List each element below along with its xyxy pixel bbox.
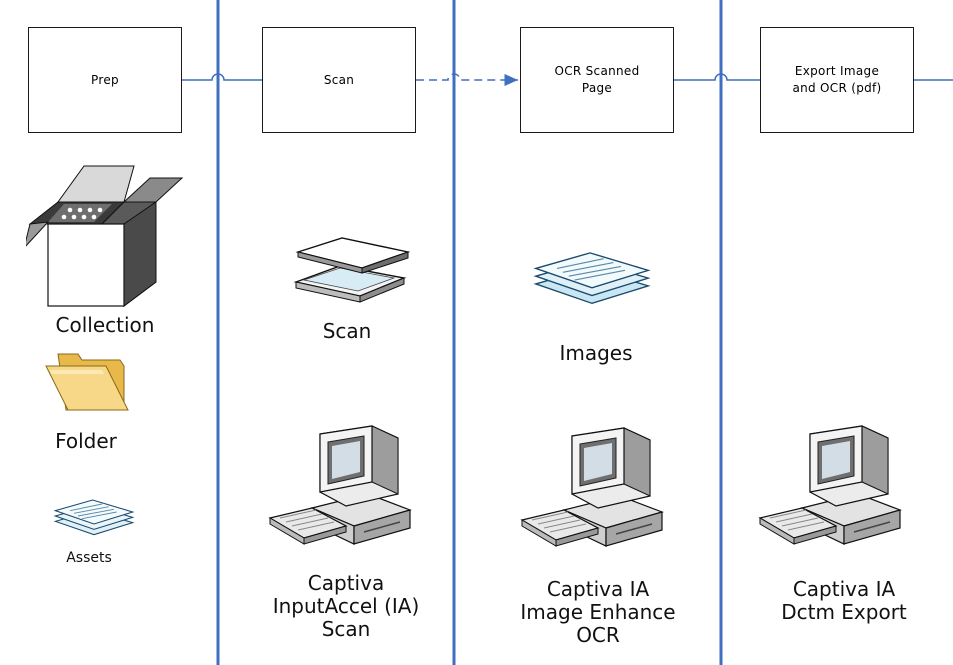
documents-icon xyxy=(533,252,651,305)
images-label: Images xyxy=(559,341,633,365)
connector-ocr-export xyxy=(674,73,760,81)
collection-label: Collection xyxy=(55,313,155,337)
documents-icon xyxy=(53,499,135,536)
connector-scan-ocr xyxy=(416,73,518,86)
computer-icon xyxy=(520,427,664,547)
scanner-icon xyxy=(293,237,410,303)
computer-icon xyxy=(758,425,902,545)
computer-icon xyxy=(268,425,412,545)
step-box-scan: Scan xyxy=(262,27,416,133)
step-box-export: Export Image and OCR (pdf) xyxy=(760,27,914,133)
captiva-image-enhance-label: Captiva IA Image Enhance OCR xyxy=(520,577,676,647)
box-icon xyxy=(26,165,184,307)
step-box-prep: Prep xyxy=(28,27,182,133)
captiva-inputaccel-label: Captiva InputAccel (IA) Scan xyxy=(272,571,420,641)
scan-label: Scan xyxy=(322,319,372,343)
captiva-dctm-export-label: Captiva IA Dctm Export xyxy=(781,577,907,624)
step-box-ocr: OCR Scanned Page xyxy=(520,27,674,133)
assets-label: Assets xyxy=(66,550,112,566)
folder-icon xyxy=(45,353,129,411)
folder-label: Folder xyxy=(55,429,117,453)
connector-prep-scan xyxy=(182,73,262,81)
